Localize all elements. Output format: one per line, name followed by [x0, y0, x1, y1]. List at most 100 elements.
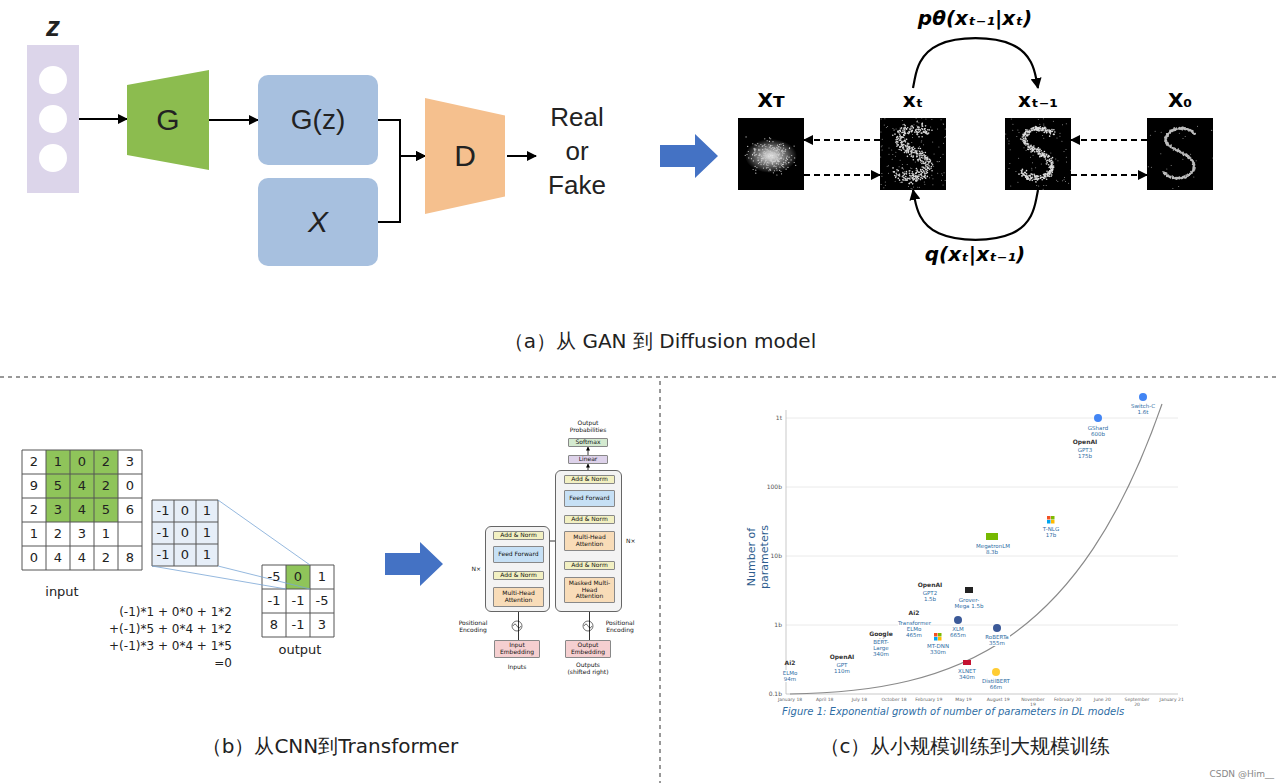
embedding-box: Input Embedding	[494, 640, 540, 658]
tf-label: Inputs	[502, 664, 532, 671]
noise-image	[1005, 118, 1071, 190]
node-label: Output Embedding	[566, 642, 610, 655]
tickx-label: January 18	[775, 697, 805, 702]
node-label: Multi-Head Attention	[494, 590, 543, 603]
big-label: Real or Fake	[542, 100, 612, 202]
tick-label: 100b	[760, 483, 782, 490]
logo-label: OpenAI	[1072, 439, 1098, 446]
node-label: N×	[469, 566, 483, 573]
cell-label: -5	[262, 569, 286, 585]
formula-label: =0	[60, 656, 232, 671]
dashed-arrow	[1071, 139, 1147, 141]
model-label: GPT3 175b	[1074, 447, 1096, 459]
model-label: MT-DNN 330m	[925, 643, 951, 655]
formula-label: +(-1)*5 + 0*4 + 1*2	[60, 622, 232, 637]
model-label: MegatronLM 8.3b	[976, 543, 1008, 555]
tick-label: 0.1b	[760, 690, 782, 697]
transition-arrow	[385, 542, 443, 586]
cell-label: 5	[46, 478, 70, 494]
chart-axes	[786, 404, 1178, 694]
logo-label: Ai2	[904, 610, 924, 617]
model-label: XLM 665m	[948, 626, 968, 638]
tickx-label: October 18	[879, 697, 909, 702]
cell-label: 1	[196, 547, 218, 563]
cell-label: 3	[70, 526, 94, 542]
tf-label: Outputs (shifted right)	[563, 662, 613, 675]
cell-label: 3	[46, 502, 70, 518]
node-label: Add & Norm	[498, 572, 538, 579]
gridline	[786, 418, 1178, 625]
model-label: BERT-Large 340m	[866, 639, 896, 657]
model-label: Transformer ELMo 465m	[898, 620, 930, 638]
tickx-label: September 20	[1122, 697, 1152, 707]
attention-box: Masked Multi-Head Attention	[564, 577, 615, 603]
noise-image	[880, 118, 946, 190]
cell-label: -1	[262, 593, 286, 609]
node-label: xₜ	[903, 88, 924, 112]
dashed-arrow	[804, 174, 880, 176]
tickx-label: April 18	[810, 697, 840, 702]
cell-label: 0	[174, 503, 196, 519]
cell-label: -1	[152, 525, 174, 541]
node-label: Xᴛ	[757, 88, 784, 112]
node-label: Linear	[577, 456, 600, 463]
tick-label: 1t	[760, 414, 782, 421]
noise-image	[1147, 118, 1213, 190]
discriminator: D	[425, 98, 505, 214]
trend-curve	[790, 404, 1162, 694]
dashed-divider	[660, 381, 661, 783]
cell-label: 5	[94, 502, 118, 518]
cell-label: 0	[70, 454, 94, 470]
node-label: Feed Forward	[496, 551, 540, 558]
node-label: Add & Norm	[569, 476, 609, 483]
company-logos	[934, 393, 1147, 676]
model-label: RoBERTa 355m	[984, 634, 1010, 646]
node-label: Add & Norm	[569, 516, 609, 523]
small-label: input	[37, 584, 87, 599]
cell-label: -5	[310, 593, 334, 609]
node-label: X₀	[1168, 88, 1192, 112]
logo-label: Ai2	[780, 660, 800, 667]
model-label: T-NLG 17b	[1040, 526, 1062, 538]
cell-label: 4	[46, 550, 70, 566]
cell-label: -1	[152, 503, 174, 519]
feed-forward-box: Feed Forward	[564, 490, 615, 507]
arrow	[378, 120, 425, 156]
node-label: xₜ₋₁	[1018, 88, 1058, 112]
cell-label: 6	[118, 502, 142, 518]
add-norm-box: Add & Norm	[493, 571, 544, 580]
cell-label: 4	[70, 478, 94, 494]
latent-vector: z	[27, 45, 79, 193]
feed-forward-box: Feed Forward	[493, 546, 544, 563]
model-label: ELMo 94m	[779, 670, 801, 682]
model-label: GShard 600b	[1086, 425, 1110, 437]
node-label: G	[156, 103, 179, 137]
cell-label: 0	[118, 478, 142, 494]
cell-label: 0	[22, 550, 46, 566]
tickx-label: November 19	[1018, 697, 1048, 707]
cell-label: -1	[152, 547, 174, 563]
noise-image	[738, 118, 804, 190]
generator: G	[127, 70, 209, 170]
formula-label: (-1)*1 + 0*0 + 1*2	[60, 605, 232, 620]
cell-label: 4	[70, 502, 94, 518]
cell-label: 2	[94, 478, 118, 494]
separators	[0, 377, 1280, 783]
cell-label: 1	[310, 569, 334, 585]
axis	[786, 410, 1178, 694]
receptive-field	[46, 450, 118, 522]
encoder-stack: N×Add & NormFeed ForwardAdd & NormMulti-…	[485, 526, 550, 612]
cell-label: 2	[22, 502, 46, 518]
node-label: G(z)	[291, 104, 345, 136]
add-norm-box: Add & Norm	[564, 475, 615, 484]
edge-label: q(xₜ|xₜ₋₁)	[900, 242, 1050, 266]
ax-label: Number of parameters	[745, 497, 771, 617]
diffusion-image: xₜ	[880, 88, 946, 190]
tickx-label: May 19	[949, 697, 979, 702]
formula-label: +(-1)*3 + 0*4 + 1*5	[60, 639, 232, 654]
cell-label: 2	[22, 454, 46, 470]
node-label: Masked Multi-Head Attention	[565, 580, 614, 600]
caption: （a）从 GAN 到 Diffusion model	[360, 328, 960, 355]
node-label: N×	[624, 538, 638, 545]
arrow	[79, 118, 127, 120]
